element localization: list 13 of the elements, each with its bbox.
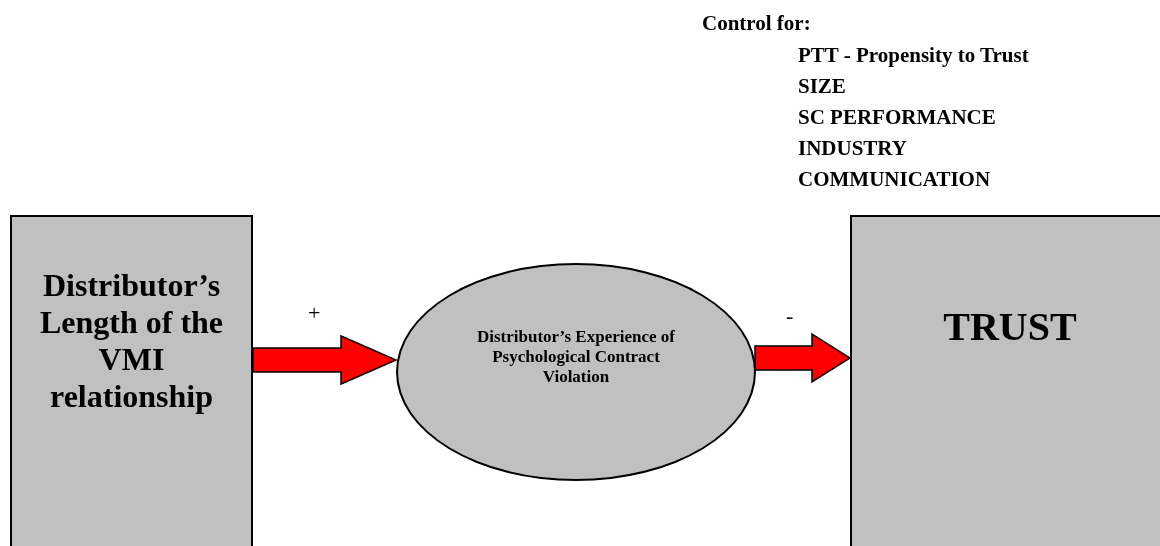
control-variable: COMMUNICATION [798,166,991,193]
node-text: Distributor’s Length of the VMI relationship [38,267,225,415]
control-variable: SIZE [798,73,846,100]
note-heading: Control for: [702,10,811,37]
block-arrow [252,334,398,386]
construct-box [10,215,253,546]
node-text: TRUST [943,302,1077,350]
block-arrow [754,332,852,384]
control-variable: INDUSTRY [798,135,907,162]
node-text: Distributor’s Experience of Psychological Contract Violation [476,327,676,387]
control-variable: PTT - Propensity to Trust [798,42,1029,69]
control-variable: SC PERFORMANCE [798,104,996,131]
construct-box [850,215,1160,546]
